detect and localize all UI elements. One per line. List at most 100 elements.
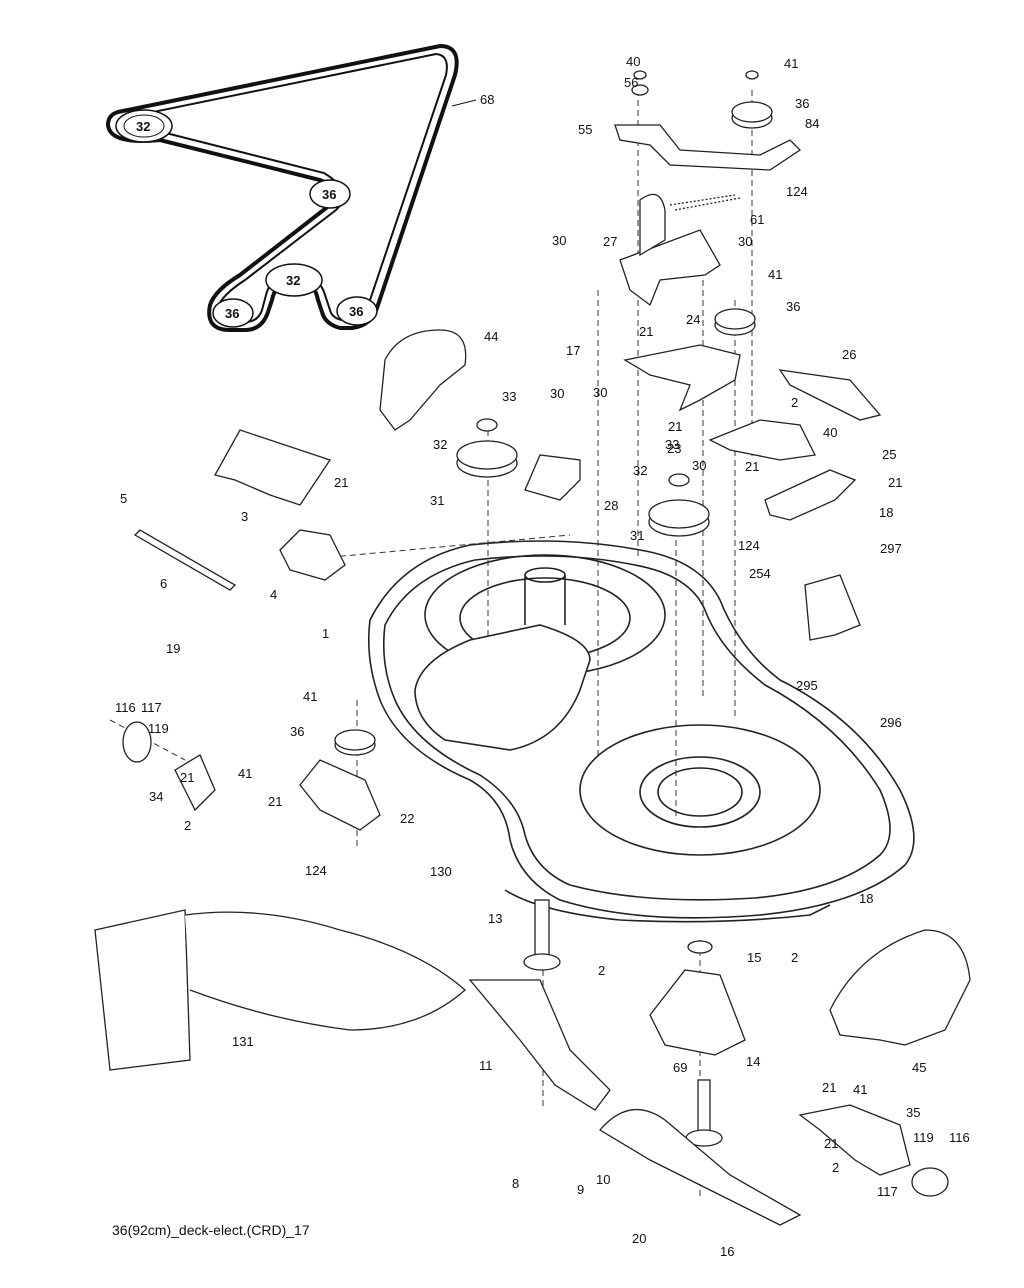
callout-124: 124: [786, 184, 808, 199]
callout-41: 41: [238, 766, 252, 781]
pulley-36-bottom-right: [336, 296, 378, 326]
callout-21: 21: [268, 794, 282, 809]
callout-15: 15: [747, 950, 761, 965]
callout-254: 254: [749, 566, 771, 581]
callout-22: 22: [400, 811, 414, 826]
callout-56: 56: [624, 75, 638, 90]
callout-296: 296: [880, 715, 902, 730]
callout-131: 131: [232, 1034, 254, 1049]
callout-69: 69: [673, 1060, 687, 1075]
part-35-bracket: [798, 1104, 911, 1176]
callout-21: 21: [745, 459, 759, 474]
callout-13: 13: [488, 911, 502, 926]
pulley-32-center: [265, 263, 323, 297]
callout-10: 10: [596, 1172, 610, 1187]
part-22-bracket: [299, 759, 381, 831]
callout-36: 36: [290, 724, 304, 739]
callout-25: 25: [882, 447, 896, 462]
callout-2: 2: [791, 950, 798, 965]
callout-34: 34: [149, 789, 163, 804]
part-16-blade: [599, 1108, 802, 1226]
part-3-bracket: [214, 429, 332, 506]
callout-116: 116: [115, 700, 136, 715]
callout-11: 11: [479, 1058, 493, 1073]
callout-55: 55: [578, 122, 592, 137]
callout-30: 30: [550, 386, 564, 401]
callout-21: 21: [639, 324, 653, 339]
callout-119: 119: [148, 721, 169, 736]
callout-23: 23: [667, 441, 681, 456]
belt-diagram-label-text: 32 36 32 36 36 68: [136, 92, 494, 321]
part-45-cover: [829, 929, 971, 1046]
callout-44: 44: [484, 329, 498, 344]
label-pulley-bottom-right: 36: [349, 304, 363, 319]
belt-routing-diagram: [105, 43, 459, 332]
callout-2: 2: [598, 963, 605, 978]
callout-30: 30: [552, 233, 566, 248]
label-pulley-center: 32: [286, 273, 300, 288]
callout-3: 3: [241, 509, 248, 524]
callout-30: 30: [593, 385, 607, 400]
callout-18: 18: [859, 891, 873, 906]
callout-20: 20: [632, 1231, 646, 1246]
part-28-bracket: [524, 454, 581, 501]
callout-32: 32: [633, 463, 647, 478]
callout-5: 5: [120, 491, 127, 506]
callout-36: 36: [795, 96, 809, 111]
part-117-wheel-right: [911, 1167, 949, 1197]
part-44-cover: [379, 329, 467, 431]
callout-41: 41: [303, 689, 317, 704]
label-pulley-top-left: 32: [136, 119, 150, 134]
callout-41: 41: [768, 267, 782, 282]
part-25-bracket: [764, 469, 857, 521]
callout-41: 41: [853, 1082, 867, 1097]
callout-124: 124: [305, 863, 327, 878]
part-24-bracket: [623, 344, 741, 412]
callout-24: 24: [686, 312, 700, 327]
part-27-bracket: [619, 229, 721, 307]
callout-9: 9: [577, 1182, 584, 1197]
callout-295: 295: [796, 678, 818, 693]
part-34-bracket: [174, 754, 216, 812]
part-23-plate: [708, 419, 816, 461]
callout-21: 21: [334, 475, 348, 490]
part-117-wheel-left: [122, 721, 152, 763]
callout-28: 28: [604, 498, 618, 513]
callout-21: 21: [822, 1080, 836, 1095]
callout-30: 30: [692, 458, 706, 473]
callout-33: 33: [502, 389, 516, 404]
callout-26: 26: [842, 347, 856, 362]
callout-32: 32: [433, 437, 447, 452]
callout-21: 21: [180, 770, 194, 785]
callout-17: 17: [566, 343, 580, 358]
callout-18: 18: [879, 505, 893, 520]
label-pulley-right: 36: [322, 187, 336, 202]
part-295-deflector: [804, 574, 861, 641]
part-shapes: [94, 70, 971, 1226]
part-55-idler-arm: [614, 124, 802, 171]
callout-45: 45: [912, 1060, 926, 1075]
callout-116: 116: [949, 1130, 970, 1145]
callout-21: 21: [824, 1136, 838, 1151]
part-6-rod: [133, 529, 237, 591]
callout-130: 130: [430, 864, 452, 879]
callout-2: 2: [184, 818, 191, 833]
callout-8: 8: [512, 1176, 519, 1191]
callout-16: 16: [720, 1244, 734, 1259]
part-26-bracket: [778, 369, 882, 421]
part-14-housing: [649, 969, 746, 1056]
callout-36: 36: [786, 299, 800, 314]
callout-40: 40: [823, 425, 837, 440]
pulley-36-right: [309, 179, 351, 209]
part-13-spindle: [534, 899, 550, 961]
part-131-chute: [94, 909, 191, 1071]
callout-40: 40: [626, 54, 640, 69]
part-4-bracket: [279, 529, 346, 581]
callout-21: 21: [668, 419, 682, 434]
callout-2: 2: [791, 395, 798, 410]
callout-84: 84: [805, 116, 819, 131]
callout-41: 41: [784, 56, 798, 71]
mower-deck-housing: [367, 540, 915, 923]
callout-19: 19: [166, 641, 180, 656]
